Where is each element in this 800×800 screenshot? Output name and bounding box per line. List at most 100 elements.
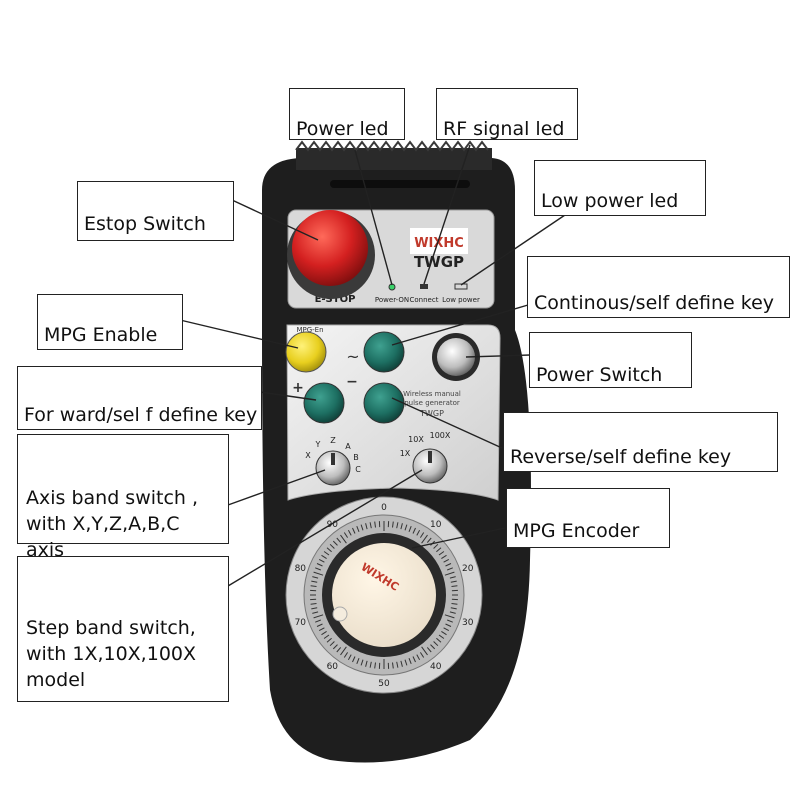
leader-power-switch [465,354,531,358]
dial-tick [347,529,352,536]
dial-tick [312,611,319,614]
leader-low-power [460,214,566,286]
dial-tick [433,543,439,549]
dial-tick [360,524,364,531]
dial-tick [321,554,327,560]
leader-lines [179,144,566,587]
dial-tick [449,611,456,614]
dial-tick [332,644,338,650]
power-switch[interactable] [437,338,475,376]
dial-tick [436,637,442,643]
callout-axis-switch: Axis band switch , with X,Y,Z,A,B,C axis [17,434,229,561]
callout-low-power-led: Low power led [534,160,706,216]
dial-tick [310,603,317,605]
dial-tick [347,654,352,661]
reverse-key[interactable] [363,382,405,424]
leader-mpg-enable [179,319,299,349]
callout-forward-key: For ward/sel f define key [17,366,262,430]
dial-tick [365,523,368,530]
dial-tick [404,659,408,666]
dial-tick [438,634,445,639]
step-switch-text-2: with 1X,10X,100X [26,643,197,665]
dial-tick [369,661,372,668]
dial-tick [436,547,442,553]
dial-number: 40 [430,662,442,672]
dial-tick [323,551,330,556]
dial-number: 50 [378,679,390,689]
dial-tick [313,571,324,576]
dial-tick [441,554,447,560]
dial-tick [445,623,452,627]
dial-tick [392,521,394,528]
dial-tick [430,644,436,650]
axis-band-switch[interactable] [315,450,351,486]
callout-mpg-encoder: MPG Encoder [506,488,670,548]
dial-tick [352,527,356,534]
dial-tick [318,558,325,563]
dial-tick [332,540,338,546]
mpg-encoder-cap [332,543,436,647]
dial-tick [318,627,325,632]
dial-tick [451,585,458,587]
dial-tick [412,527,416,534]
dial-number: 80 [295,564,307,574]
dial-tick [445,563,452,567]
dial-number: 30 [462,618,474,628]
continuous-key[interactable] [363,331,405,373]
dial-tick [311,580,318,583]
forward-key[interactable] [303,382,345,424]
dial-tick [451,603,458,605]
dial-tick [438,551,445,556]
dial-tick [340,534,347,544]
wireless-text-2: pulse generator [404,399,460,407]
dial-tick [352,656,356,663]
estop-panel-label: E-STOP [315,294,356,305]
callout-mpg-enable: MPG Enable [37,294,183,350]
dial-tick [421,534,428,544]
estop-switch-text: Estop Switch [84,213,206,235]
mpg-en-label: MPG-En [296,326,323,334]
step-label-10x: 10X [408,435,424,444]
dial-tick [396,522,399,529]
step-label-1x: 1X [400,449,411,458]
dial-number: 70 [295,618,307,628]
leader-reverse [391,397,503,449]
leader-rf-led [423,144,471,285]
dial-tick [329,641,335,647]
dial-tick [374,662,376,669]
dial-tick [447,567,453,571]
dial-tick [408,658,412,664]
dial-tick [336,537,342,543]
dial-tick [340,646,347,656]
callout-estop-switch: Estop Switch [77,181,234,241]
mpg-enable-key[interactable] [285,331,327,373]
power-on-label: Power-ON [375,296,409,304]
dial-tick [311,607,318,610]
low-power-label: Low power [442,296,480,304]
dial-tick [316,563,323,567]
dial-number: 20 [462,564,474,574]
dial-tick [343,652,349,658]
brand-badge [410,228,468,254]
dial-tick [316,623,323,627]
brand-logo: WIXHC [414,236,464,251]
dial-tick [450,607,457,610]
callout-rf-signal-led: RF signal led [436,88,578,140]
dial-tick [343,532,349,538]
dial-tick [312,576,319,579]
dial-tick [396,661,399,668]
dial-tick [419,652,425,658]
dial-tick [356,526,360,532]
dial-tick [313,614,324,619]
estop-button[interactable] [292,210,368,286]
mpg-encoder-text: MPG Encoder [513,520,640,542]
wireless-model: TWGP [419,409,444,418]
callout-reverse-key: Reverse/self define key [503,412,778,472]
reverse-key-text: Reverse/self define key [510,446,732,468]
step-band-switch[interactable] [412,448,448,484]
dial-number: 90 [327,520,339,530]
wireless-text-1: Wireless manual [403,390,461,398]
dial-tick [426,647,432,653]
leader-encoder [411,527,506,549]
